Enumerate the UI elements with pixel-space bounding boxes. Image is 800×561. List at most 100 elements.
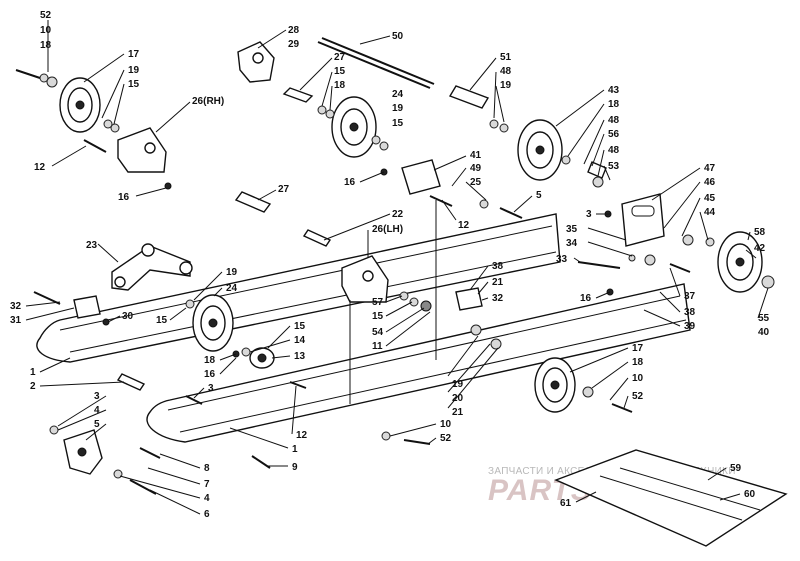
callout: 50 bbox=[392, 31, 404, 42]
callout: 55 bbox=[758, 313, 770, 324]
bolt-37 bbox=[669, 263, 691, 273]
callout: 2 bbox=[30, 381, 36, 392]
plate-47 bbox=[621, 193, 665, 247]
callout: 10 bbox=[440, 419, 452, 430]
callout: 52 bbox=[40, 10, 52, 21]
washer-45 bbox=[705, 237, 715, 247]
callout: 43 bbox=[608, 85, 620, 96]
callout: 12 bbox=[458, 220, 470, 231]
idler-wheel-24-bottom bbox=[192, 294, 234, 352]
callout: 61 bbox=[560, 498, 572, 509]
callout: 48 bbox=[608, 115, 620, 126]
clip-21 bbox=[490, 338, 502, 350]
callout: 56 bbox=[608, 129, 620, 140]
callout: 35 bbox=[566, 224, 578, 235]
callout: 23 bbox=[86, 240, 98, 251]
bolt-3 bbox=[185, 395, 203, 405]
leader-lines bbox=[25, 20, 769, 515]
callout: 22 bbox=[392, 209, 404, 220]
callout: 25 bbox=[470, 177, 482, 188]
callout: 31 bbox=[10, 315, 22, 326]
callout: 18 bbox=[608, 99, 620, 110]
shaft-50 bbox=[317, 37, 435, 89]
callout: 38 bbox=[684, 307, 696, 318]
callout: 57 bbox=[372, 297, 384, 308]
callout: 13 bbox=[294, 351, 306, 362]
callout: 51 bbox=[500, 52, 512, 63]
bearing-18-right bbox=[561, 155, 571, 165]
washer-14 bbox=[241, 347, 251, 357]
callout: 32 bbox=[10, 301, 22, 312]
callout: 18 bbox=[40, 40, 52, 51]
callout: 60 bbox=[744, 489, 756, 500]
callout: 16 bbox=[580, 293, 592, 304]
callout: 21 bbox=[452, 407, 464, 418]
bearing-44 bbox=[682, 234, 694, 246]
bearing-19-lower bbox=[470, 324, 482, 336]
callout: 37 bbox=[684, 291, 696, 302]
bracket-26-lh bbox=[341, 255, 389, 303]
callout: 10 bbox=[632, 373, 644, 384]
callout: 30 bbox=[122, 311, 134, 322]
washer-57 bbox=[399, 291, 409, 301]
washer-15-mid bbox=[379, 141, 389, 151]
bolt-9 bbox=[251, 455, 271, 469]
bearing-18-top bbox=[325, 109, 335, 119]
callout: 16 bbox=[118, 192, 130, 203]
block-32 bbox=[73, 295, 101, 319]
callout: 4 bbox=[94, 405, 100, 416]
callout: 1 bbox=[30, 367, 36, 378]
callout: 59 bbox=[730, 463, 742, 474]
callout: 39 bbox=[684, 321, 696, 332]
bolt-12-mid bbox=[429, 195, 453, 207]
callout: 7 bbox=[204, 479, 210, 490]
washer-34 bbox=[628, 254, 636, 262]
callout: 9 bbox=[292, 462, 298, 473]
callout: 41 bbox=[470, 150, 482, 161]
washer-15 bbox=[110, 123, 120, 133]
rear-bracket-5 bbox=[63, 429, 103, 475]
callout: 26(RH) bbox=[192, 96, 224, 107]
callout: 19 bbox=[128, 65, 140, 76]
callout: 33 bbox=[556, 254, 568, 265]
block-32-right bbox=[455, 287, 483, 311]
callout: 12 bbox=[34, 162, 46, 173]
callout: 24 bbox=[392, 89, 404, 100]
bolt-8 bbox=[139, 447, 161, 459]
spacer-27-top bbox=[282, 87, 314, 103]
callout: 24 bbox=[226, 283, 238, 294]
callout: 53 bbox=[608, 161, 620, 172]
washer-19-top bbox=[371, 135, 381, 145]
callout: 15 bbox=[392, 118, 404, 129]
callout: 44 bbox=[704, 207, 716, 218]
washer-4-lower bbox=[113, 469, 123, 479]
callout: 26(LH) bbox=[372, 224, 403, 235]
callout: 40 bbox=[758, 327, 770, 338]
callout: 21 bbox=[492, 277, 504, 288]
callout: 8 bbox=[204, 463, 210, 474]
pulley-13 bbox=[249, 347, 275, 369]
idler-wheel-17 bbox=[59, 77, 101, 133]
callout: 27 bbox=[334, 52, 346, 63]
cap-55 bbox=[761, 275, 775, 289]
callout: 12 bbox=[296, 430, 308, 441]
idler-wheel-24-top bbox=[331, 96, 377, 158]
washer-10-lower bbox=[381, 431, 391, 441]
bolt-5 bbox=[499, 207, 523, 219]
callout: 3 bbox=[94, 391, 100, 402]
callout: 46 bbox=[704, 177, 716, 188]
callout: 19 bbox=[452, 379, 464, 390]
callout: 10 bbox=[40, 25, 52, 36]
bolt-12 bbox=[83, 139, 107, 153]
callout: 15 bbox=[128, 79, 140, 90]
bolt-6 bbox=[129, 479, 157, 495]
washer-48 bbox=[489, 119, 499, 129]
callout: 16 bbox=[344, 177, 356, 188]
washer-48-lower bbox=[592, 176, 604, 188]
washer-25 bbox=[479, 199, 489, 209]
bolt-52-right bbox=[611, 403, 633, 413]
callout: 5 bbox=[536, 190, 542, 201]
callout: 48 bbox=[608, 145, 620, 156]
